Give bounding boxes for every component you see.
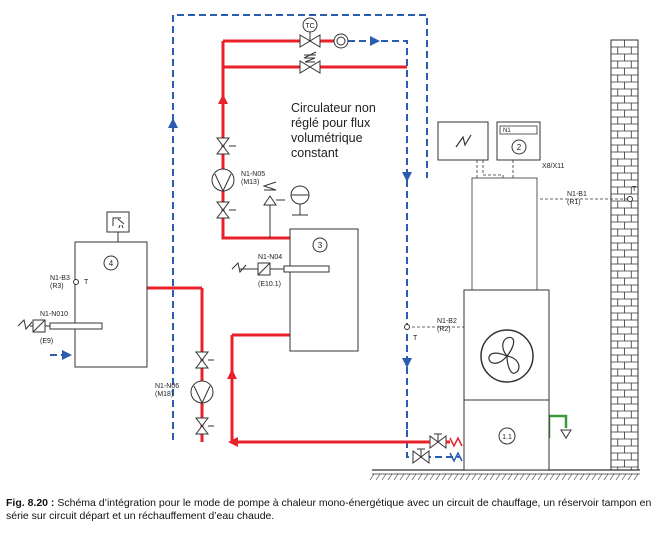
expansion-vessel (290, 185, 310, 216)
return-lines (50, 14, 460, 458)
check-valve-lower (216, 201, 236, 219)
electrical-box (437, 121, 489, 161)
balancing-valve (299, 51, 321, 74)
label-r2: (R2) (437, 326, 451, 333)
label-m13: (M13) (241, 179, 259, 186)
tc-label: TC (305, 23, 314, 30)
manager-display (499, 125, 538, 135)
label-n1-n06: N1-N06 (155, 383, 179, 390)
heater-control-e10-1 (231, 262, 284, 276)
connector-label: X8/X11 (542, 163, 565, 170)
shower-box (106, 211, 130, 233)
circulator-pump-icon (333, 33, 349, 49)
buffer-tank-number-circle (312, 237, 328, 253)
hot-water-tank-number: 4 (109, 259, 114, 268)
label-t-b2: T (413, 335, 418, 342)
tc-valve (299, 17, 321, 48)
brick-wall (610, 39, 639, 471)
safety-valve (262, 181, 285, 238)
ground (369, 469, 640, 481)
immersion-heater (283, 265, 330, 273)
caption-prefix: Fig. 8.20 : (6, 497, 55, 509)
pump-m18 (190, 380, 214, 404)
label-r3: (R3) (50, 283, 64, 290)
hydraulic-diagram: TC Circulateur non réglé pour flux volum… (17, 14, 640, 481)
label-n1-n010: N1-N010 (40, 311, 68, 318)
label-m18: (M18) (155, 391, 173, 398)
pump-m13 (211, 168, 235, 192)
check-valve-m18-lower (195, 417, 214, 435)
sensor-b3-dot (73, 279, 79, 285)
label-r1: (R1) (567, 199, 581, 206)
arrowheads-blue (62, 36, 412, 368)
circulator-pump-inner (336, 36, 346, 46)
outlet-valve (429, 433, 463, 449)
label-n1-n05: N1-N05 (241, 171, 265, 178)
lightning-icon (455, 134, 472, 148)
caption-text: Schéma d’intégration pour le mode de pom… (6, 497, 652, 522)
label-t-b3: T (84, 279, 89, 286)
shower-icon (112, 217, 125, 229)
label-n1-b3: N1-B3 (50, 275, 70, 282)
check-valve-m18-upper (195, 351, 214, 369)
annotation-line-2: réglé pour flux (291, 116, 371, 130)
label-e10-1: (E10.1) (258, 281, 281, 288)
label-n1-b1: N1-B1 (567, 191, 587, 198)
hot-water-tank-number-circle (103, 255, 119, 271)
heater-control-e9 (17, 319, 50, 333)
check-valve-upper (216, 137, 236, 155)
label-n1-b2: N1-B2 (437, 318, 457, 325)
label-t-b1: T (632, 186, 637, 193)
sensor-b2-dot (404, 324, 410, 330)
return-valve (412, 448, 463, 464)
manager-number-circle (511, 139, 527, 155)
label-e9: (E9) (40, 338, 53, 345)
buffer-tank-number: 3 (318, 241, 323, 250)
hot-water-heater-rod (49, 322, 103, 330)
heat-pump-column (471, 177, 538, 291)
manager-display-text: N1 (503, 128, 511, 134)
drain-funnel-icon (560, 429, 572, 439)
annotation-line-3: volumétrique (291, 131, 363, 145)
heat-pump-number: 1.1 (502, 434, 512, 441)
arrowheads-red (218, 94, 238, 447)
manager-number: 2 (517, 143, 522, 152)
annotation-line-1: Circulateur non (291, 101, 376, 115)
sensor-b1-dot (627, 196, 633, 202)
fan-blades-icon (488, 336, 520, 374)
figure-caption: Fig. 8.20 : Schéma d’intégration pour le… (6, 497, 656, 523)
label-n1-n04: N1-N04 (258, 254, 282, 261)
heat-pump-number-circle (498, 427, 516, 445)
annotation-line-4: constant (291, 146, 339, 160)
